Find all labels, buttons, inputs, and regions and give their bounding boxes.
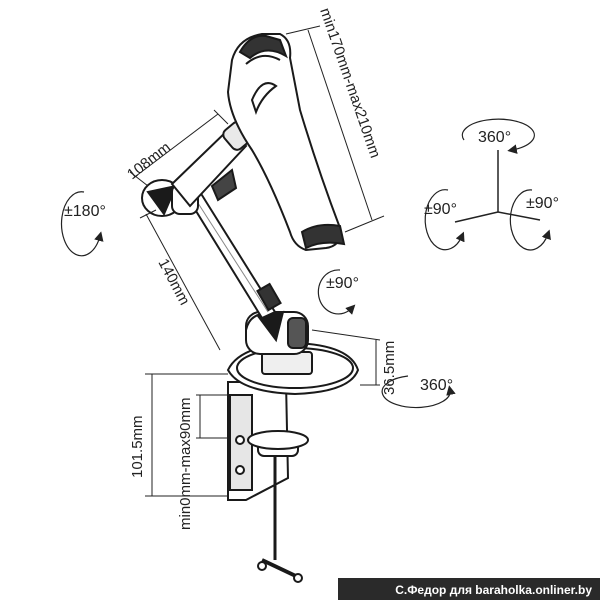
- watermark-bar: [338, 578, 600, 600]
- upper-arm-label: 108mm: [124, 139, 174, 183]
- lower-joint: [245, 310, 309, 355]
- head-right-rotation-label: ±90°: [526, 195, 559, 212]
- rotation-axes-icon: [454, 150, 541, 223]
- base-tilt-rotation-label: ±90°: [326, 275, 359, 292]
- watermark-text: С.Федор для baraholka.onliner.by: [395, 583, 592, 597]
- elbow-rotation-label: ±180°: [64, 203, 106, 220]
- dimension-lines: [129, 25, 385, 497]
- tablet-holder: [226, 33, 346, 252]
- head-left-rotation-label: ±90°: [424, 201, 457, 218]
- base-swivel-rotation-label: 360°: [420, 377, 453, 394]
- desk-clamp: [227, 381, 309, 583]
- swivel-base: [226, 341, 360, 396]
- labels: min170mm-max210mm 108mm 140mm 36.5mm 101…: [64, 6, 559, 530]
- lower-arm: [186, 190, 282, 320]
- rotation-arrows: [60, 118, 551, 409]
- lower-arm-label: 140mm: [154, 256, 192, 308]
- clamp-opening-label: min0mm-max90mm: [177, 397, 194, 530]
- riser-height-label: 36.5mm: [381, 341, 398, 395]
- head-top-rotation-label: 360°: [478, 129, 511, 146]
- clamp-height-label: 101.5mm: [129, 415, 146, 478]
